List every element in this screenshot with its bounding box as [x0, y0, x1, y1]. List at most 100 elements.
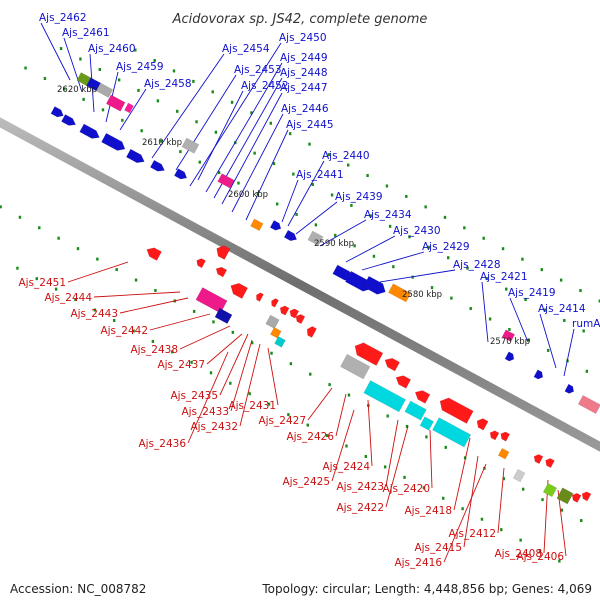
- tick-dot: [35, 277, 38, 281]
- gene-label: Ajs_2447: [280, 82, 328, 94]
- gene-label: Ajs_2433: [181, 406, 229, 418]
- tick-dot: [211, 90, 214, 94]
- gene-label: Ajs_2446: [281, 103, 329, 115]
- tick-dot: [38, 226, 41, 230]
- leader-line: [151, 53, 225, 159]
- gene-label: Ajs_2461: [62, 27, 110, 39]
- tick-dot: [392, 265, 395, 269]
- gene-feature: [181, 137, 200, 154]
- leader-line: [119, 297, 189, 314]
- tick-dot: [461, 507, 464, 511]
- tick-dot: [524, 298, 527, 302]
- gene-feature: [542, 482, 558, 498]
- tick-dot: [288, 132, 292, 136]
- leader-line: [287, 160, 325, 227]
- tick-dot: [430, 286, 434, 290]
- gene-label: Ajs_2419: [508, 287, 556, 299]
- leader-line: [367, 399, 373, 467]
- label-leader-lines: [40, 22, 575, 563]
- tick-dot: [134, 48, 137, 52]
- gene-feature: [363, 380, 406, 413]
- gene-feature: [404, 400, 427, 421]
- tick-dot: [57, 236, 60, 240]
- gene-label: Ajs_2434: [364, 209, 412, 221]
- gene-label: Ajs_2444: [44, 292, 92, 304]
- gene-feature: [571, 492, 582, 503]
- leader-line: [67, 261, 129, 283]
- gene-label: Ajs_2408: [494, 548, 542, 560]
- tick-dot: [156, 99, 160, 103]
- gene-feature: [439, 397, 474, 424]
- tick-dot: [350, 203, 353, 207]
- gene-feature: [61, 114, 77, 126]
- kbp-label: 2600 kbp: [228, 190, 268, 200]
- gene-feature: [271, 298, 279, 308]
- leader-line: [379, 269, 456, 283]
- tick-dot: [546, 348, 550, 352]
- tick-dot: [43, 76, 47, 80]
- leader-line: [281, 179, 299, 223]
- tick-dot: [121, 118, 124, 122]
- gene-feature: [269, 220, 282, 231]
- tick-dot: [295, 212, 298, 216]
- gene-label: Ajs_2423: [336, 481, 384, 493]
- gene-feature: [388, 283, 412, 303]
- gene-label: Ajs_2440: [322, 150, 370, 162]
- gene-label: Ajs_2460: [88, 43, 136, 55]
- tick-dot: [250, 341, 254, 345]
- gene-feature: [274, 336, 286, 348]
- gene-feature: [414, 390, 431, 404]
- leader-line: [335, 393, 347, 437]
- gene-label: Ajs_2421: [480, 271, 528, 283]
- tick-dot: [403, 475, 406, 479]
- tick-dot: [521, 257, 524, 261]
- gene-feature: [295, 314, 306, 325]
- tick-dot: [76, 247, 80, 251]
- gene-feature: [101, 132, 126, 151]
- tick-dot: [480, 517, 484, 521]
- tick-dot: [500, 528, 503, 532]
- tick-dot: [372, 254, 376, 258]
- tick-dot: [442, 496, 445, 500]
- leader-line: [539, 313, 557, 369]
- tick-dot: [253, 151, 256, 155]
- gene-labels: Ajs_2462Ajs_2461Ajs_2460Ajs_2459Ajs_2458…: [18, 12, 600, 569]
- tick-dot: [383, 465, 387, 469]
- tick-dot: [463, 456, 467, 460]
- genome-summary-text: Topology: circular; Length: 4,448,856 bp…: [262, 582, 592, 596]
- gene-feature: [173, 168, 188, 180]
- leader-line: [197, 90, 244, 181]
- tick-dot: [237, 181, 240, 185]
- tick-dot: [159, 139, 163, 143]
- gene-label: Ajs_2415: [414, 542, 462, 554]
- tick-dot: [488, 317, 492, 321]
- gene-label: Ajs_2418: [404, 505, 452, 517]
- leader-line: [267, 347, 279, 406]
- tick-dot: [345, 444, 348, 448]
- tick-dot: [172, 69, 176, 73]
- tick-dot: [250, 111, 253, 115]
- tick-dot: [482, 236, 485, 240]
- gene-label: Ajs_2442: [100, 325, 148, 337]
- gene-feature: [354, 342, 384, 366]
- tick-dot: [137, 88, 140, 92]
- tick-dot: [270, 351, 273, 355]
- tick-dot: [582, 329, 585, 333]
- tick-dot: [154, 288, 157, 292]
- gene-feature: [307, 230, 324, 246]
- gene-feature: [533, 454, 544, 465]
- tick-dot: [192, 79, 195, 83]
- tick-dot: [248, 392, 251, 396]
- gene-feature: [256, 292, 264, 302]
- tick-dot: [230, 100, 234, 104]
- tick-dot: [96, 257, 99, 261]
- leader-line: [175, 74, 237, 171]
- gene-feature: [283, 229, 298, 241]
- tick-dot: [443, 215, 447, 219]
- leader-line: [319, 219, 367, 247]
- tick-dot: [314, 223, 318, 227]
- leader-line: [63, 37, 83, 93]
- leader-line: [40, 22, 71, 81]
